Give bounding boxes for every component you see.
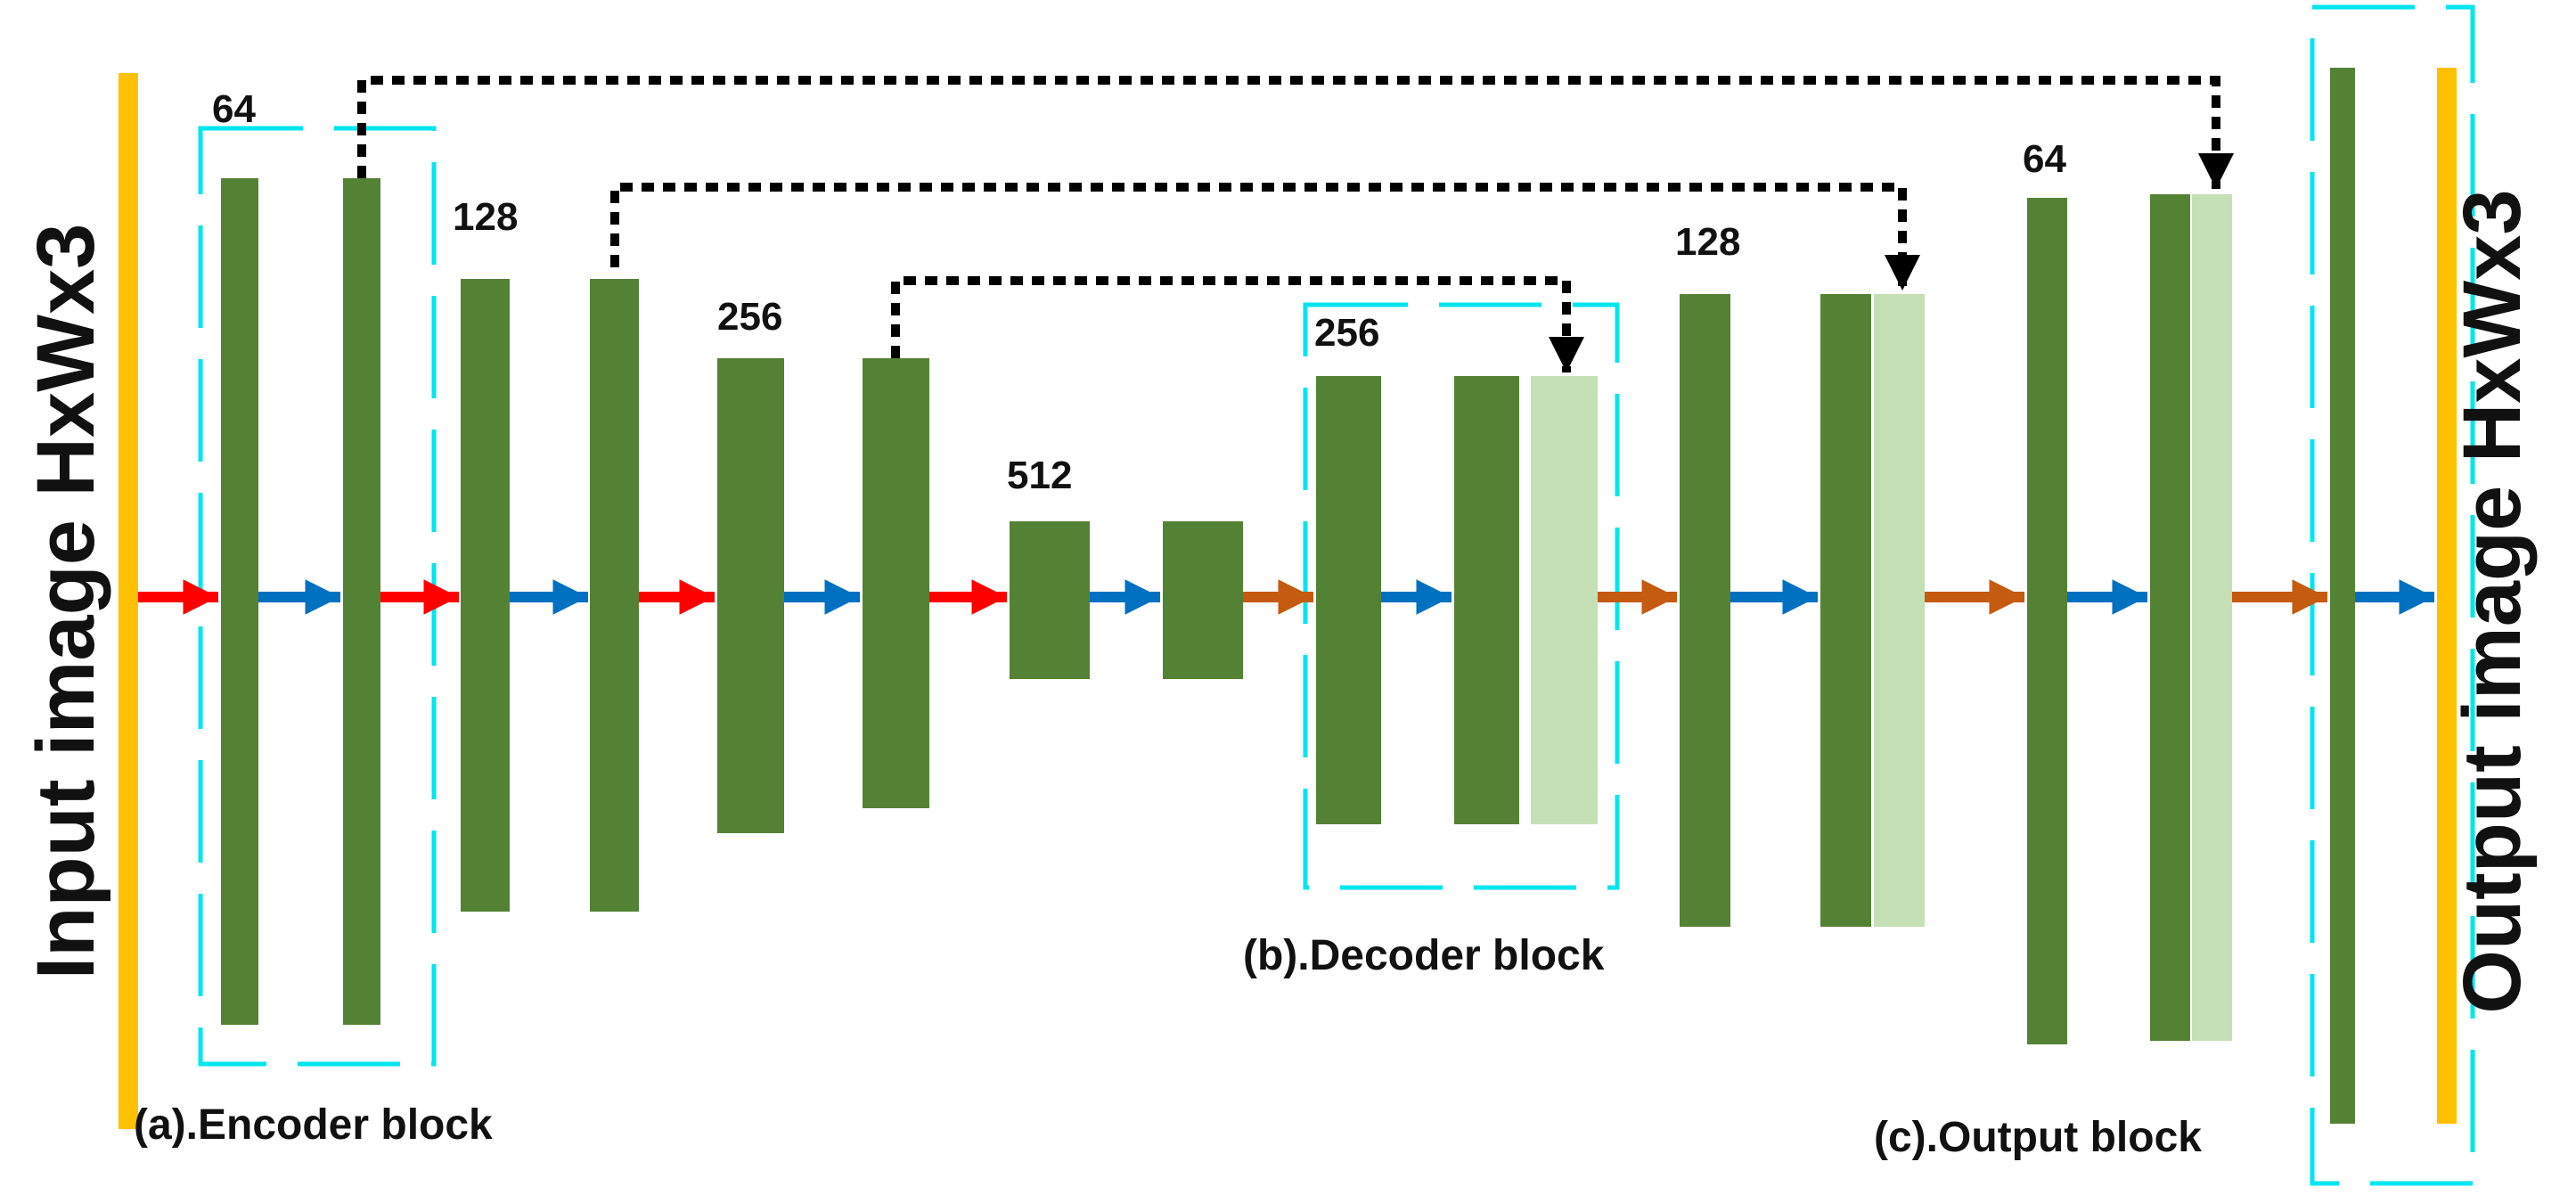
feature-map-bottleneck-b bbox=[1163, 521, 1243, 679]
output-image-label: Output image HxWx3 bbox=[2447, 189, 2538, 1013]
feature-map-enc1a bbox=[221, 178, 258, 1025]
feature-map-enc3a bbox=[717, 358, 784, 833]
channel-label-dec2: 128 bbox=[1675, 220, 1740, 264]
feature-map-dec1a bbox=[1316, 376, 1381, 824]
skip-connection-256 bbox=[891, 276, 1584, 372]
skip-connection-64 bbox=[357, 76, 2234, 189]
channel-label-dec1: 256 bbox=[1314, 311, 1379, 355]
feature-map-dec3a bbox=[2027, 198, 2067, 1044]
channel-label-dec3: 64 bbox=[2023, 137, 2066, 181]
skip-feature-map-dec3 bbox=[2192, 194, 2232, 1041]
skip-connection-128 bbox=[610, 183, 1920, 291]
channel-label-enc1: 64 bbox=[212, 87, 256, 131]
output-image-bar bbox=[2437, 68, 2457, 1124]
feature-map-enc2b bbox=[590, 279, 639, 912]
skip-feature-map-dec2 bbox=[1874, 294, 1925, 927]
feature-map-dec1b bbox=[1454, 376, 1519, 824]
feature-map-enc3b bbox=[863, 358, 929, 808]
feature-map-enc2a bbox=[461, 279, 510, 912]
feature-map-dec2a bbox=[1680, 294, 1730, 927]
caption-encoder-block: (a).Encoder block bbox=[134, 1101, 493, 1149]
feature-map-bottleneck-a bbox=[1010, 521, 1090, 679]
feature-map-dec3b bbox=[2150, 194, 2190, 1041]
channel-label-bottleneck: 512 bbox=[1007, 454, 1072, 497]
feature-map-enc1b bbox=[343, 178, 380, 1025]
caption-decoder-block: (b).Decoder block bbox=[1243, 932, 1605, 979]
channel-label-enc2: 128 bbox=[453, 195, 518, 239]
channel-label-enc3: 256 bbox=[717, 295, 782, 339]
feature-map-output bbox=[2330, 68, 2355, 1124]
feature-map-dec2b bbox=[1820, 294, 1871, 927]
input-image-label: Input image HxWx3 bbox=[20, 224, 111, 980]
caption-output-block: (c).Output block bbox=[1874, 1114, 2202, 1161]
skip-feature-map-dec1 bbox=[1531, 376, 1598, 824]
input-image-bar bbox=[119, 73, 138, 1129]
